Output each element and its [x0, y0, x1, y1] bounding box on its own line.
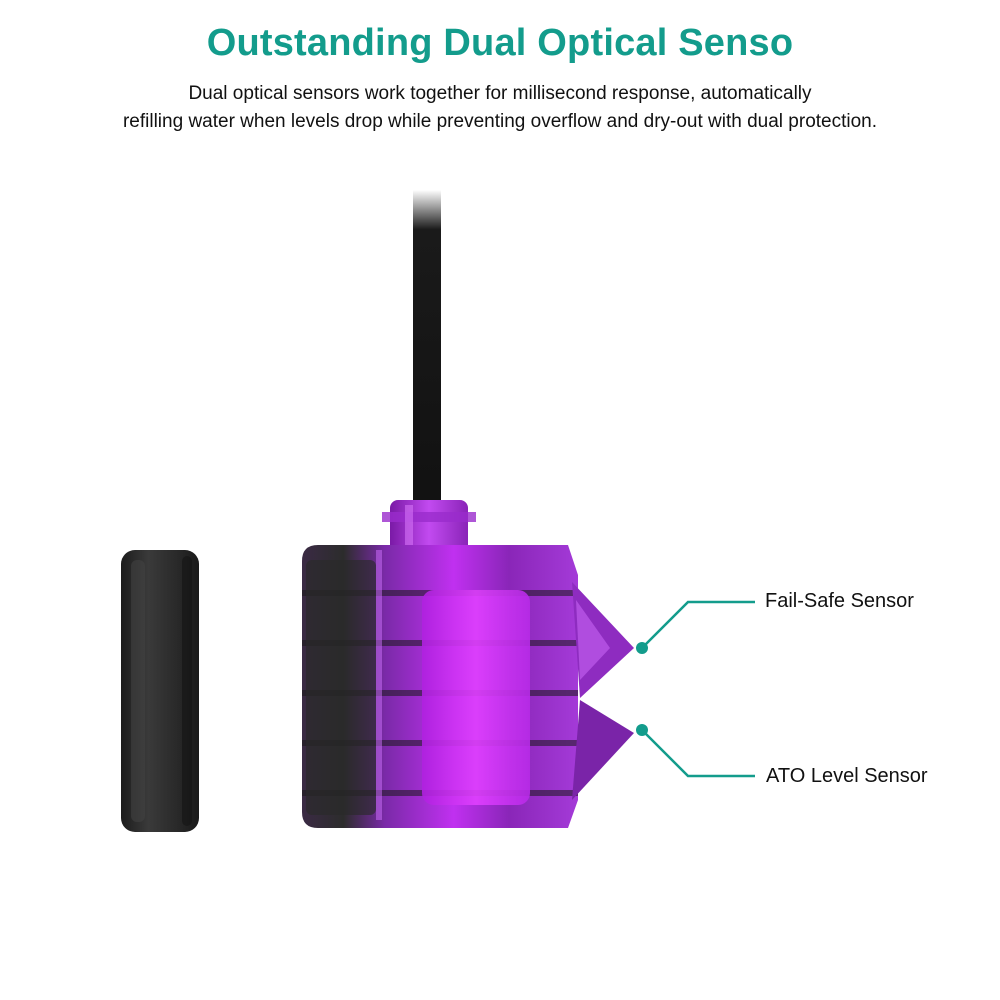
fail-safe-dot: [636, 642, 648, 654]
sensor-core: [422, 590, 530, 805]
ato-level-label: ATO Level Sensor: [766, 765, 928, 787]
ato-callout-line: [641, 729, 755, 778]
description-line-1: Dual optical sensors work together for m…: [188, 83, 812, 104]
sensor-body: [302, 545, 578, 828]
sensor-cable: [413, 190, 441, 520]
fail-safe-label: Fail-Safe Sensor: [765, 590, 914, 612]
magnet-mount: [121, 550, 199, 832]
description: Dual optical sensors work together for m…: [40, 80, 960, 136]
page-title: Outstanding Dual Optical Senso: [206, 22, 794, 64]
ato-dot: [636, 724, 648, 736]
description-line-2: refilling water when levels drop while p…: [122, 111, 878, 132]
ato-level-prism: [572, 700, 634, 800]
fail-safe-callout-line: [641, 600, 755, 649]
